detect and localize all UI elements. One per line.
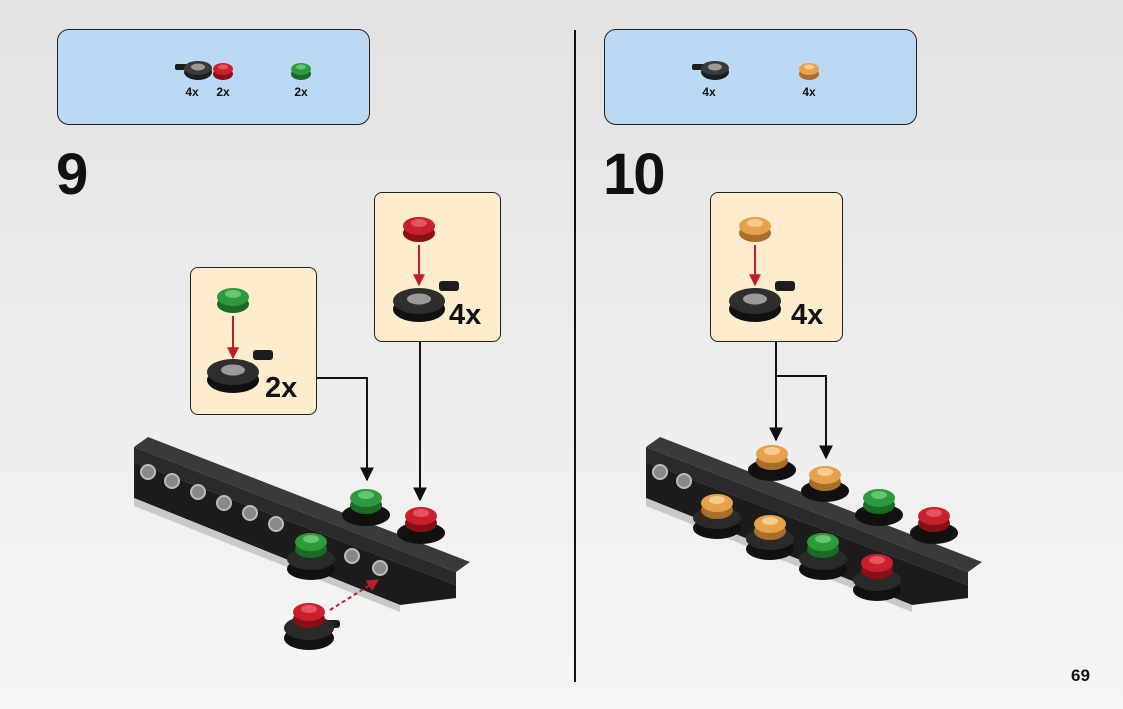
part-tan-plate: 4x xyxy=(779,54,839,99)
attached-tan-plate xyxy=(801,466,849,502)
part-qty: 2x xyxy=(294,85,308,99)
loose-red-plate-on-handle xyxy=(284,603,340,650)
part-qty: 2x xyxy=(216,85,230,99)
attached-red-plate xyxy=(853,554,901,601)
attached-red-plate xyxy=(910,507,958,544)
part-green-plate: 2x xyxy=(271,54,331,99)
tan-plate-onto-handle-icon xyxy=(729,217,795,322)
round-plate-green-icon xyxy=(291,63,311,80)
attached-green-plate xyxy=(287,533,335,580)
step-number-9: 9 xyxy=(56,142,88,207)
round-plate-red-icon xyxy=(213,63,233,80)
part-qty: 4x xyxy=(185,85,199,99)
page-number: 69 xyxy=(1071,666,1090,685)
connector-arrow xyxy=(317,377,374,482)
round-plate-with-handle-black-icon xyxy=(692,61,729,80)
attached-green-plate xyxy=(799,533,847,580)
green-plate-onto-handle-icon xyxy=(207,288,273,393)
brick-side-holes xyxy=(140,464,388,576)
attached-tan-plate xyxy=(748,445,796,481)
part-qty: 4x xyxy=(702,85,716,99)
attached-red-plate xyxy=(397,507,445,544)
step-number-10: 10 xyxy=(603,142,665,207)
step-divider xyxy=(574,30,576,682)
step-9-assembly xyxy=(134,342,470,650)
parts-list-step-9: 4x 2x 2x xyxy=(57,29,370,125)
round-plate-with-handle-black-icon xyxy=(175,61,212,80)
red-plate-onto-handle-icon xyxy=(393,217,459,322)
callout-green-plate: 2x xyxy=(190,267,317,415)
part-red-plate: 2x xyxy=(193,54,253,99)
callout-qty: 4x xyxy=(791,299,824,331)
connector-arrow xyxy=(776,375,833,460)
callout-qty: 4x xyxy=(449,299,482,331)
part-handle-plate: 4x xyxy=(679,54,739,99)
insert-arrow xyxy=(329,579,380,611)
parts-list-step-10: 4x 4x xyxy=(604,29,917,125)
callout-qty: 2x xyxy=(265,372,298,404)
attached-green-plate xyxy=(855,489,903,526)
attached-green-plate xyxy=(342,489,390,526)
part-qty: 4x xyxy=(802,85,816,99)
attached-tan-plate xyxy=(693,494,741,539)
part-handle-plate: 4x xyxy=(162,54,222,99)
attached-tan-plate xyxy=(746,515,794,560)
round-plate-tan-icon xyxy=(799,63,819,80)
callout-red-plate: 4x xyxy=(374,192,501,342)
callout-tan-plate: 4x xyxy=(710,192,843,342)
